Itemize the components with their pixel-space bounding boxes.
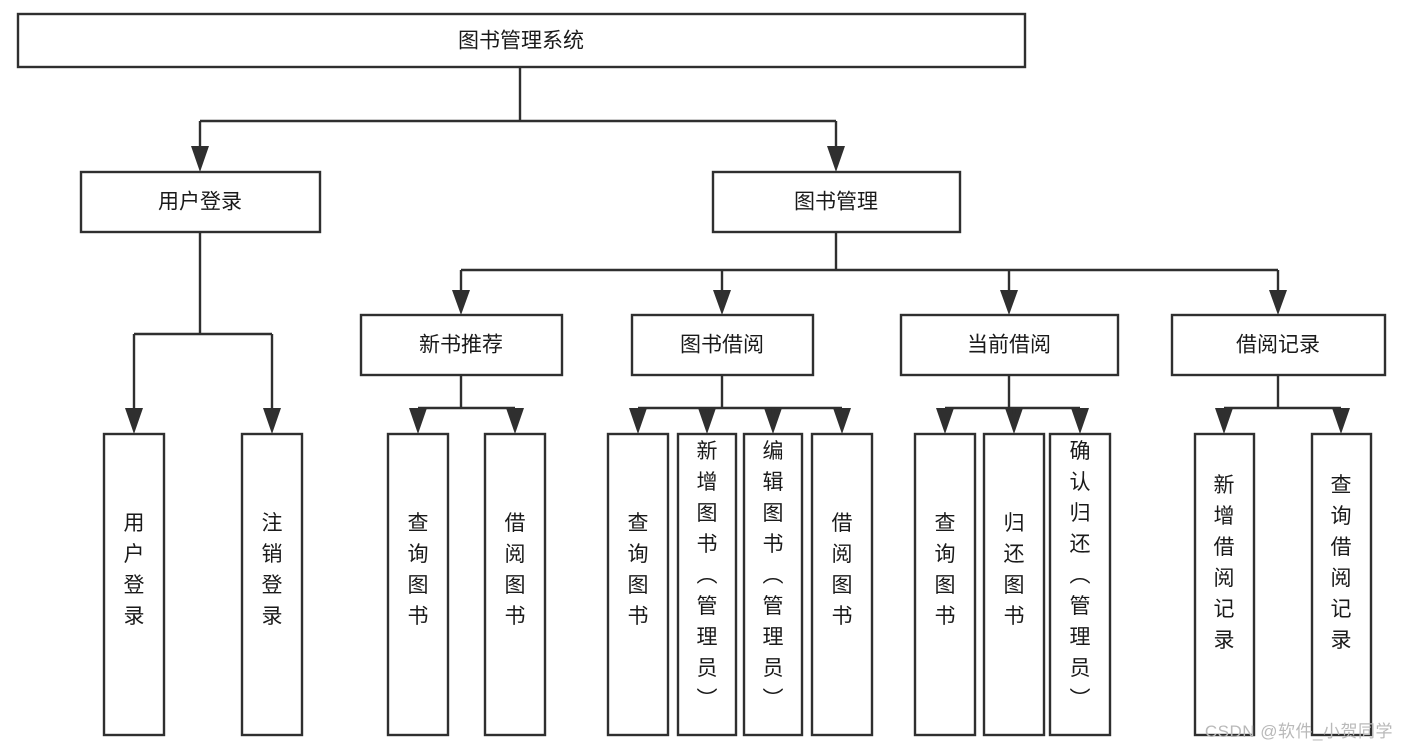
arrow-to-book-manage xyxy=(827,146,845,172)
node-leaf-confirm-return-box[interactable] xyxy=(1048,432,1112,737)
node-root-label: 图书管理系统 xyxy=(458,30,584,53)
node-user-login[interactable]: 用户登录 xyxy=(79,170,322,234)
node-leaf-query-book-1-label: 查询图书 xyxy=(408,512,429,628)
arrow-to-leaf-query-book-3 xyxy=(936,408,954,434)
node-new-book-rec-box[interactable] xyxy=(359,313,564,377)
arrow-to-leaf-return-book xyxy=(1005,408,1023,434)
node-book-manage-box[interactable] xyxy=(711,170,962,234)
node-leaf-return-book[interactable]: 归还图书 xyxy=(982,432,1046,737)
arrow-to-book-borrow xyxy=(713,290,731,315)
node-borrow-record-label: 借阅记录 xyxy=(1236,334,1320,357)
node-leaf-edit-book-label: 编辑图书︵管理员︶ xyxy=(763,440,784,711)
node-leaf-add-book-box[interactable] xyxy=(676,432,738,737)
arrow-to-leaf-query-record xyxy=(1332,408,1350,434)
node-leaf-query-book-1[interactable]: 查询图书 xyxy=(386,432,450,737)
node-leaf-confirm-return-label: 确认归还︵管理员︶ xyxy=(1070,440,1091,711)
node-leaf-user-login-label: 用户登录 xyxy=(124,512,145,628)
node-leaf-return-book-label: 归还图书 xyxy=(1004,512,1025,628)
node-leaf-add-record[interactable]: 新增借阅记录 xyxy=(1193,432,1256,737)
node-leaf-add-record-label: 新增借阅记录 xyxy=(1214,474,1235,652)
node-leaf-confirm-return[interactable]: 确认归还︵管理员︶ xyxy=(1048,432,1112,737)
arrow-to-leaf-query-book-2 xyxy=(629,408,647,434)
node-current-borrow-box[interactable] xyxy=(899,313,1120,377)
node-root[interactable]: 图书管理系统 xyxy=(16,12,1027,69)
node-leaf-query-book-3[interactable]: 查询图书 xyxy=(913,432,977,737)
arrow-to-leaf-borrow-book-1 xyxy=(506,408,524,434)
node-leaf-query-book-1-box[interactable] xyxy=(386,432,450,737)
node-leaf-query-book-3-box[interactable] xyxy=(913,432,977,737)
arrow-to-leaf-confirm-return xyxy=(1071,408,1089,434)
arrow-to-current-borrow xyxy=(1000,290,1018,315)
node-leaf-borrow-book-2-label: 借阅图书 xyxy=(832,512,853,628)
arrow-to-leaf-user-login xyxy=(125,408,143,434)
node-leaf-query-record-label: 查询借阅记录 xyxy=(1331,474,1352,652)
node-borrow-record-box[interactable] xyxy=(1170,313,1387,377)
node-leaf-edit-book-box[interactable] xyxy=(742,432,804,737)
node-leaf-add-record-box[interactable] xyxy=(1193,432,1256,737)
arrow-to-borrow-record xyxy=(1269,290,1287,315)
node-user-login-label: 用户登录 xyxy=(158,191,242,214)
arrow-to-new-book-rec xyxy=(452,290,470,315)
node-leaf-query-record[interactable]: 查询借阅记录 xyxy=(1310,432,1373,737)
node-leaf-user-login[interactable]: 用户登录 xyxy=(102,432,166,737)
arrow-to-leaf-add-book xyxy=(698,408,716,434)
node-root-box[interactable] xyxy=(16,12,1027,69)
node-book-manage[interactable]: 图书管理 xyxy=(711,170,962,234)
node-leaf-borrow-book-1-box[interactable] xyxy=(483,432,547,737)
node-leaf-user-login-box[interactable] xyxy=(102,432,166,737)
node-new-book-rec-label: 新书推荐 xyxy=(419,334,503,357)
csdn-watermark: CSDN @软件_小贺同学 xyxy=(1204,722,1393,741)
node-leaf-add-book[interactable]: 新增图书︵管理员︶ xyxy=(676,432,738,737)
node-book-borrow[interactable]: 图书借阅 xyxy=(630,313,815,377)
arrow-to-leaf-logout xyxy=(263,408,281,434)
node-leaf-logout-label: 注销登录 xyxy=(262,512,283,628)
node-leaf-add-book-label: 新增图书︵管理员︶ xyxy=(697,440,718,711)
node-leaf-query-book-2[interactable]: 查询图书 xyxy=(606,432,670,737)
node-leaf-borrow-book-2-box[interactable] xyxy=(810,432,874,737)
node-leaf-edit-book[interactable]: 编辑图书︵管理员︶ xyxy=(742,432,804,737)
node-leaf-logout[interactable]: 注销登录 xyxy=(240,432,304,737)
node-leaf-borrow-book-2[interactable]: 借阅图书 xyxy=(810,432,874,737)
node-borrow-record[interactable]: 借阅记录 xyxy=(1170,313,1387,377)
node-current-borrow-label: 当前借阅 xyxy=(967,334,1051,357)
connector-layer xyxy=(125,67,1350,434)
node-book-borrow-box[interactable] xyxy=(630,313,815,377)
node-leaf-query-book-2-label: 查询图书 xyxy=(628,512,649,628)
node-book-borrow-label: 图书借阅 xyxy=(680,334,764,357)
node-book-manage-label: 图书管理 xyxy=(794,191,878,214)
arrow-to-user-login xyxy=(191,146,209,172)
arrow-to-leaf-borrow-book-2 xyxy=(833,408,851,434)
node-leaf-query-book-3-label: 查询图书 xyxy=(935,512,956,628)
node-leaf-borrow-book-1-label: 借阅图书 xyxy=(505,512,526,628)
arrow-to-leaf-add-record xyxy=(1215,408,1233,434)
node-user-login-box[interactable] xyxy=(79,170,322,234)
node-new-book-rec[interactable]: 新书推荐 xyxy=(359,313,564,377)
node-leaf-query-record-box[interactable] xyxy=(1310,432,1373,737)
node-leaf-return-book-box[interactable] xyxy=(982,432,1046,737)
node-current-borrow[interactable]: 当前借阅 xyxy=(899,313,1120,377)
node-leaf-query-book-2-box[interactable] xyxy=(606,432,670,737)
arrow-to-leaf-query-book-1 xyxy=(409,408,427,434)
arrow-to-leaf-edit-book xyxy=(764,408,782,434)
node-leaf-logout-box[interactable] xyxy=(240,432,304,737)
node-leaf-borrow-book-1[interactable]: 借阅图书 xyxy=(483,432,547,737)
